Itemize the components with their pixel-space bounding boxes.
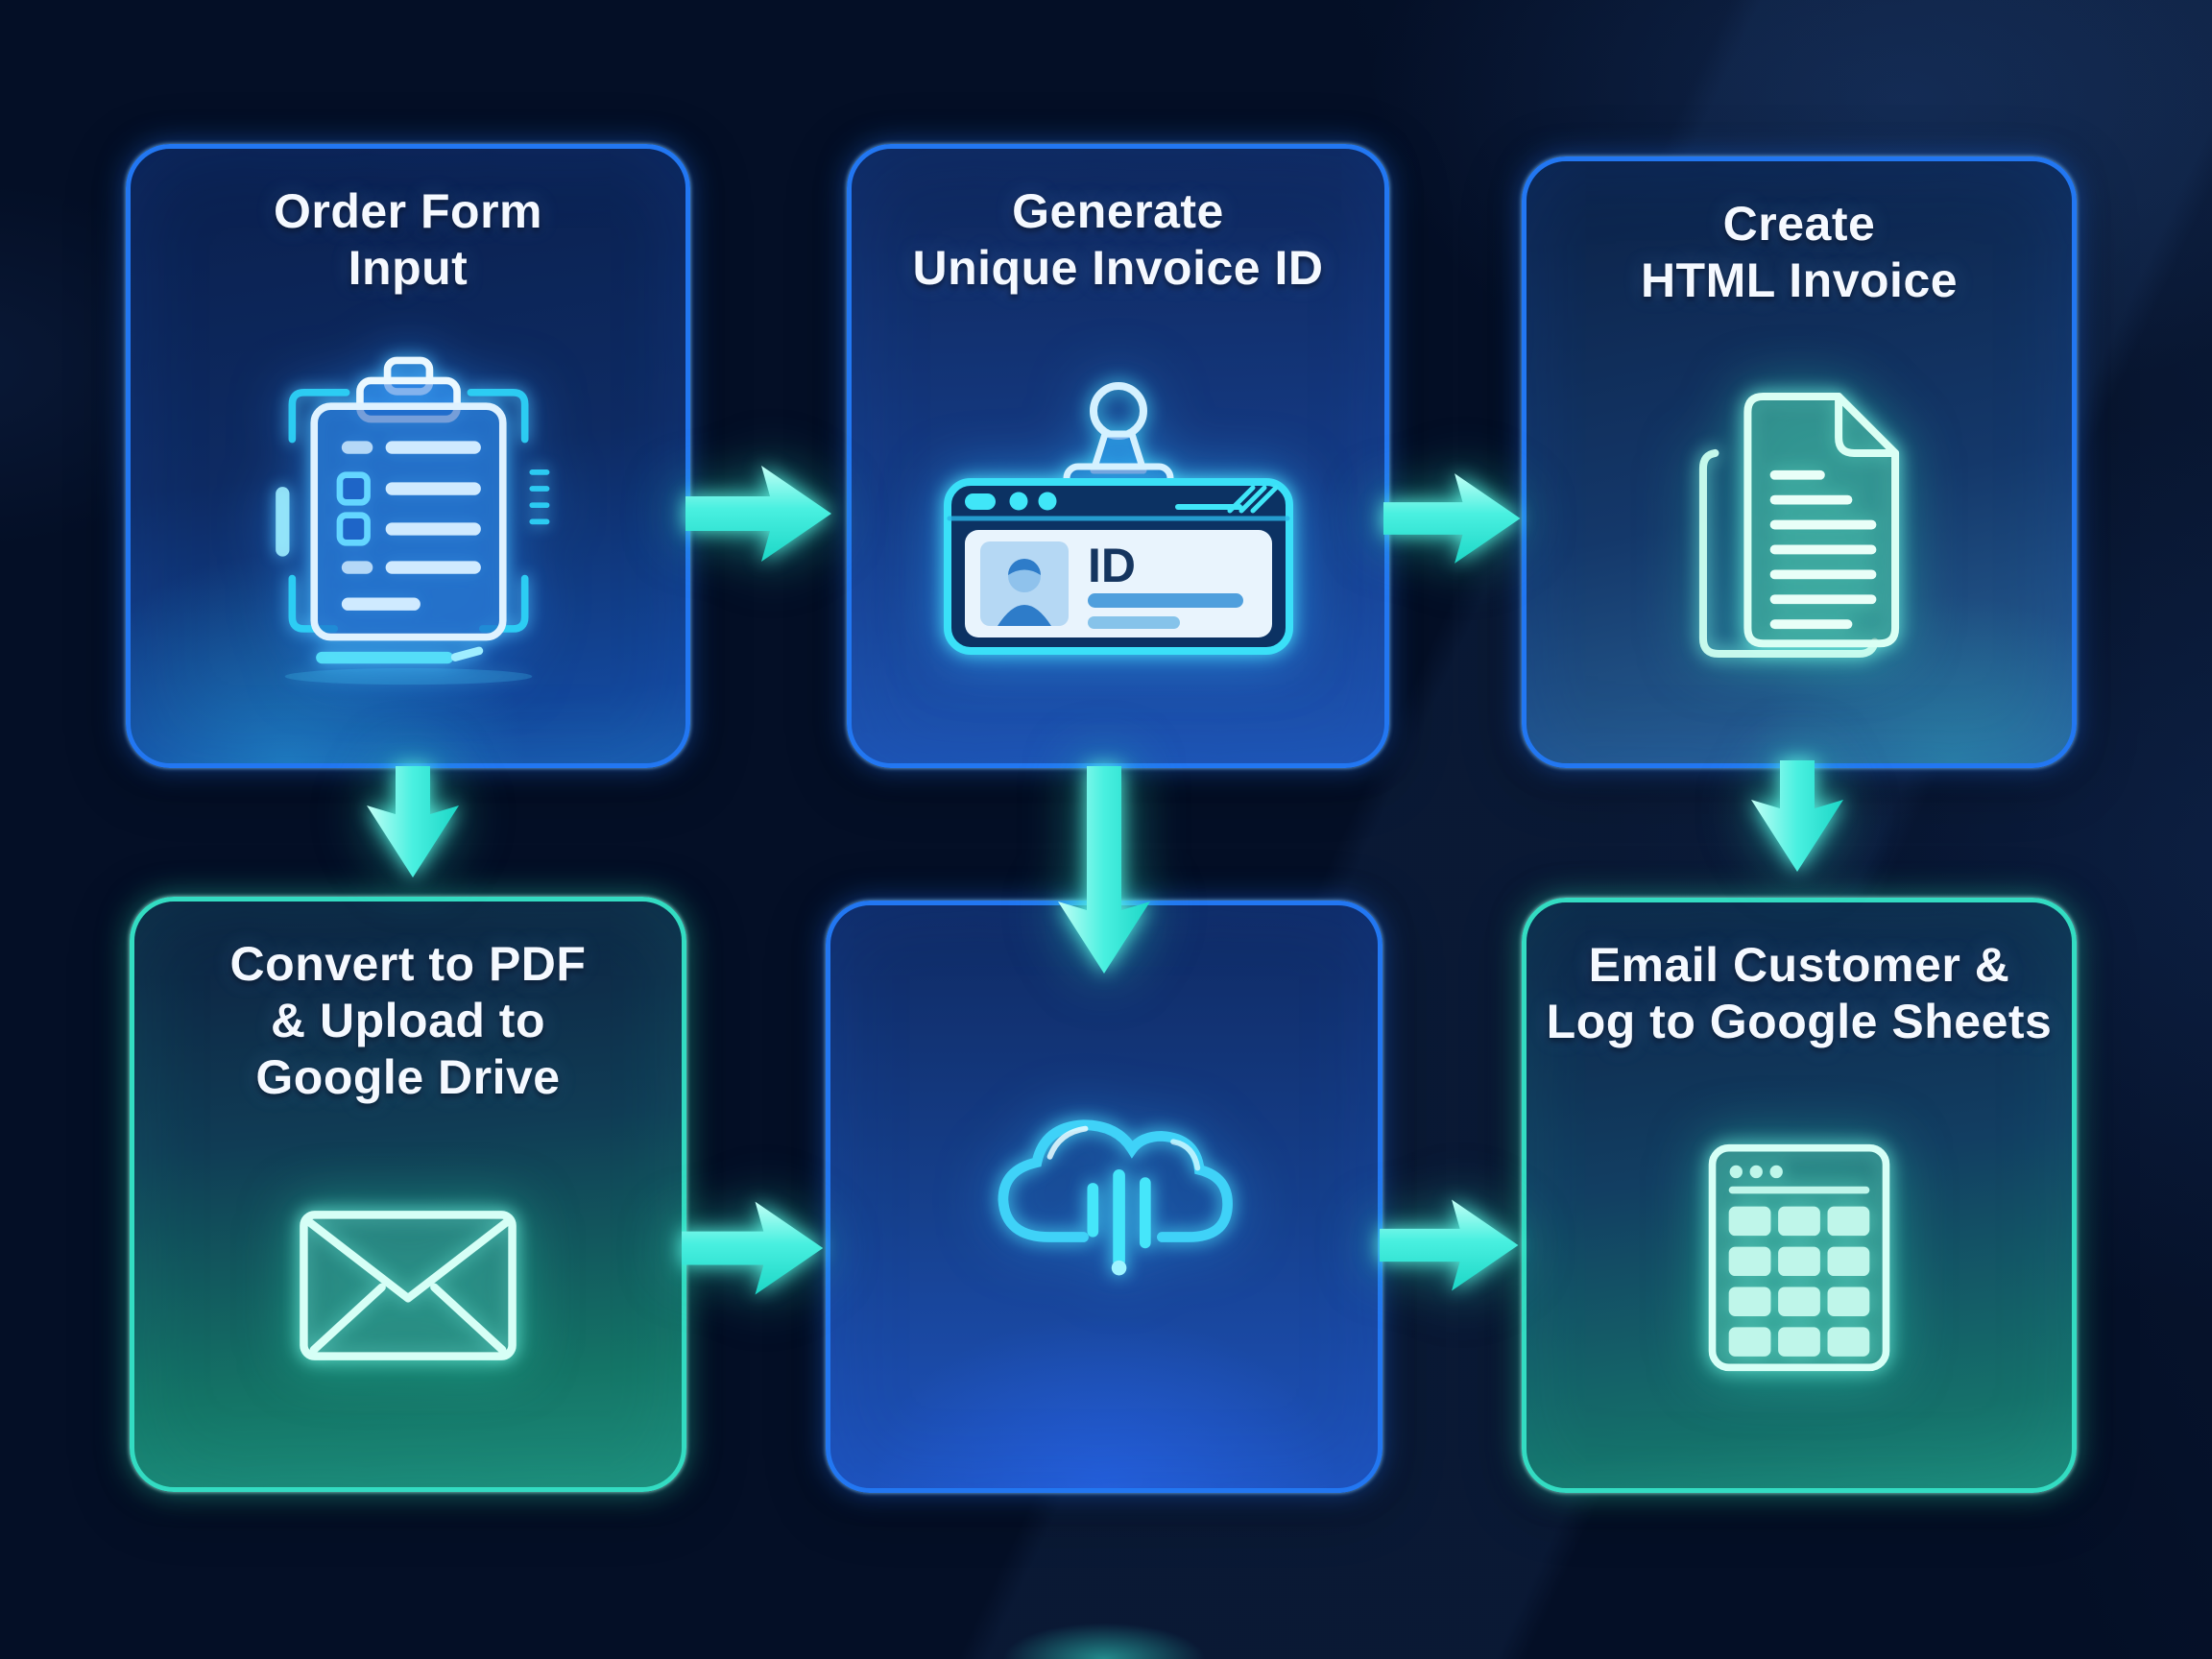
title-line: & Upload to (270, 994, 546, 1047)
floor-glow (970, 1611, 1238, 1659)
node-order-form-input: Order Form Input (126, 144, 690, 768)
title-line: Email Customer & (1588, 938, 2010, 992)
node-body (1527, 309, 2072, 763)
arrow-create-to-email (1751, 760, 1843, 872)
title-line: Google Drive (255, 1050, 561, 1104)
title-line: Unique Invoice ID (912, 241, 1324, 295)
title-line: Order Form (273, 184, 543, 238)
title-line: Log to Google Sheets (1546, 995, 2053, 1048)
node-body (830, 905, 1378, 1488)
title-line: Convert to PDF (229, 937, 587, 991)
node-body (134, 1106, 682, 1487)
id-label: ID (1088, 539, 1136, 592)
arrow-cloud-to-email (1380, 1199, 1519, 1291)
spreadsheet-grid-icon (1708, 1143, 1890, 1372)
title-line: Input (348, 241, 469, 295)
person-avatar (997, 605, 1051, 626)
node-body: ID (852, 297, 1384, 763)
node-generate-unique-invoice-id: Generate Unique Invoice ID (847, 144, 1389, 768)
node-email-customer-log-sheets: Email Customer & Log to Google Sheets (1522, 898, 2077, 1493)
title-line: Create (1722, 197, 1876, 251)
title-line: HTML Invoice (1640, 253, 1959, 307)
node-cloud-upload (826, 901, 1382, 1493)
arrow-generate-to-create (1383, 473, 1521, 564)
node-create-html-invoice: Create HTML Invoice (1522, 156, 2077, 768)
arrow-order-to-convert (367, 766, 459, 878)
node-body (131, 297, 685, 763)
node-title: Order Form Input (274, 183, 542, 297)
node-body (1527, 1050, 2072, 1488)
arrow-order-to-generate (685, 466, 831, 562)
envelope-icon (300, 1210, 517, 1360)
id-badge-icon: ID (943, 382, 1293, 655)
node-title: Create HTML Invoice (1641, 196, 1958, 309)
arrow-generate-to-cloud (1058, 766, 1150, 974)
node-title: Convert to PDF & Upload to Google Drive (230, 936, 587, 1106)
document-pages-icon (1698, 392, 1900, 658)
node-title: Generate Unique Invoice ID (912, 183, 1323, 297)
arrow-convert-to-cloud (682, 1201, 824, 1295)
clipboard-checklist-icon (275, 356, 549, 685)
node-title: Email Customer & Log to Google Sheets (1547, 937, 2053, 1050)
title-line: Generate (1012, 184, 1224, 238)
node-convert-pdf-upload-drive: Convert to PDF & Upload to Google Drive (130, 897, 686, 1492)
cloud-upload-icon (998, 1118, 1233, 1275)
